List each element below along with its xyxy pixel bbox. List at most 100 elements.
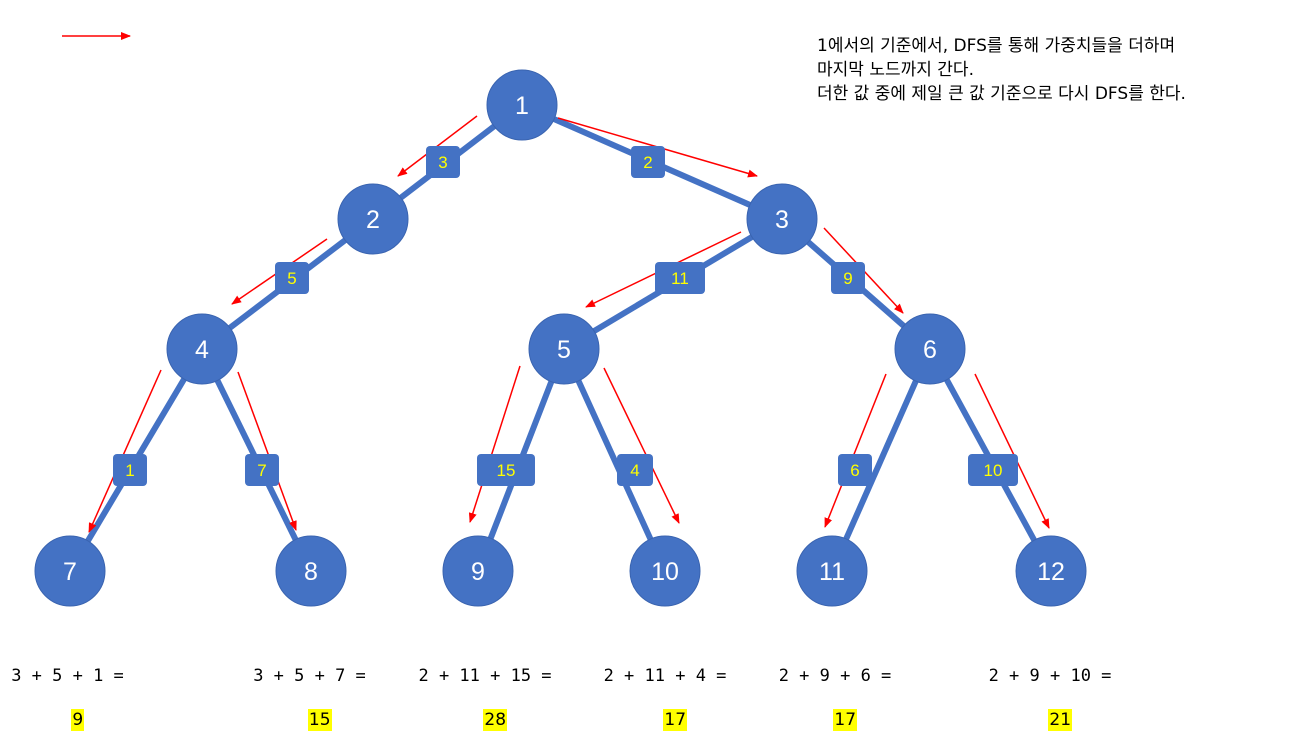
weight-label-3-6: 9	[831, 262, 865, 294]
node-8: 8	[275, 535, 347, 607]
weight-box	[426, 146, 460, 178]
path-sum-expression: 3 + 5 + 1 =	[11, 666, 124, 686]
path-sum-11: 2 + 9 + 6 = 17	[770, 621, 900, 731]
node-5: 5	[528, 313, 600, 385]
weight-box	[968, 454, 1018, 486]
traversal-arrow-6-12	[974, 373, 1050, 529]
node-circle	[275, 535, 347, 607]
node-circle	[34, 535, 106, 607]
node-2: 2	[337, 183, 409, 255]
node-circle	[442, 535, 514, 607]
path-sum-expression: 2 + 9 + 6 =	[778, 666, 892, 686]
weight-box	[113, 454, 147, 486]
description-line-1: 1에서의 기준에서, DFS를 통해 가중치들을 더하며	[817, 36, 1176, 56]
node-1: 1	[486, 69, 558, 141]
weight-label-6-12: 10	[968, 454, 1018, 486]
weight-label-3-5: 11	[655, 262, 705, 294]
node-6: 6	[894, 313, 966, 385]
weight-label-5-9: 15	[477, 454, 535, 486]
node-label: 3	[775, 206, 789, 234]
traversal-arrow-5-9	[468, 365, 521, 523]
weight-box	[631, 146, 665, 178]
weight-text: 7	[257, 461, 266, 480]
path-sum-total: 15	[307, 709, 332, 731]
node-circle	[166, 313, 238, 385]
weight-text: 5	[287, 269, 296, 288]
weight-text: 4	[630, 461, 639, 480]
description-line-2: 마지막 노드까지 간다.	[817, 60, 974, 80]
description-line-3: 더한 값 중에 제일 큰 값 기준으로 다시 DFS를 한다.	[817, 84, 1186, 104]
edge-5-10	[561, 347, 668, 573]
weight-box	[838, 454, 872, 486]
weight-text: 1	[125, 461, 134, 480]
path-sum-expression: 2 + 11 + 15 =	[418, 666, 552, 686]
path-sum-12: 2 + 9 + 10 = 21	[975, 621, 1125, 731]
weight-label-6-11: 6	[838, 454, 872, 486]
path-sum-total: 17	[833, 709, 858, 731]
node-circle	[796, 535, 868, 607]
weight-box	[831, 262, 865, 294]
traversal-arrow-5-10	[603, 367, 680, 524]
weight-box	[655, 262, 705, 294]
node-label: 11	[819, 558, 845, 586]
weight-label-1-2: 3	[426, 146, 460, 178]
node-7: 7	[34, 535, 106, 607]
path-sum-10: 2 + 11 + 4 = 17	[590, 621, 740, 731]
weight-text: 9	[843, 269, 852, 288]
node-circle	[486, 69, 558, 141]
node-circle	[337, 183, 409, 255]
weight-text: 2	[643, 153, 652, 172]
node-label: 5	[557, 336, 571, 364]
path-sum-total: 9	[71, 709, 85, 731]
weight-label-4-8: 7	[245, 454, 279, 486]
node-label: 7	[63, 558, 77, 586]
node-3: 3	[746, 183, 818, 255]
weight-label-5-10: 4	[617, 454, 653, 486]
weight-label-2-4: 5	[275, 262, 309, 294]
weight-box	[245, 454, 279, 486]
path-sum-total: 28	[483, 709, 508, 731]
weight-text: 6	[850, 461, 859, 480]
node-10: 10	[629, 535, 701, 607]
traversal-arrow-4-7	[88, 369, 162, 533]
node-label: 9	[471, 558, 485, 586]
path-sum-9: 2 + 11 + 15 = 28	[410, 621, 560, 731]
weight-text: 15	[497, 461, 516, 480]
edge-6-11	[829, 347, 933, 573]
path-sum-total: 21	[1048, 709, 1073, 731]
path-sum-expression: 3 + 5 + 7 =	[253, 666, 366, 686]
weight-text: 3	[438, 153, 447, 172]
weight-label-4-7: 1	[113, 454, 147, 486]
path-sum-expression: 2 + 11 + 4 =	[603, 666, 727, 686]
weight-label-1-3: 2	[631, 146, 665, 178]
weight-text: 11	[671, 269, 689, 288]
path-sum-7: 3 + 5 + 1 = 9	[5, 621, 130, 731]
node-label: 2	[366, 206, 380, 234]
path-sum-total: 17	[663, 709, 688, 731]
weight-box	[275, 262, 309, 294]
node-circle	[1015, 535, 1087, 607]
node-4: 4	[166, 313, 238, 385]
node-circle	[894, 313, 966, 385]
path-sum-8: 3 + 5 + 7 = 15	[247, 621, 372, 731]
description-note: 1에서의 기준에서, DFS를 통해 가중치들을 더하며 마지막 노드까지 간다…	[817, 34, 1287, 106]
node-label: 6	[923, 336, 937, 364]
node-label: 4	[195, 336, 209, 364]
node-12: 12	[1015, 535, 1087, 607]
node-circle	[528, 313, 600, 385]
node-label: 1	[515, 92, 529, 120]
node-label: 12	[1037, 558, 1065, 586]
node-label: 8	[304, 558, 318, 586]
node-circle	[629, 535, 701, 607]
weight-box	[617, 454, 653, 486]
node-label: 10	[651, 558, 679, 586]
node-9: 9	[442, 535, 514, 607]
traversal-arrow-6-11	[824, 373, 887, 528]
traversal-arrow-4-8	[237, 371, 297, 531]
weight-box	[477, 454, 535, 486]
weight-text: 10	[984, 461, 1003, 480]
node-circle	[746, 183, 818, 255]
node-11: 11	[796, 535, 868, 607]
path-sum-expression: 2 + 9 + 10 =	[988, 666, 1112, 686]
